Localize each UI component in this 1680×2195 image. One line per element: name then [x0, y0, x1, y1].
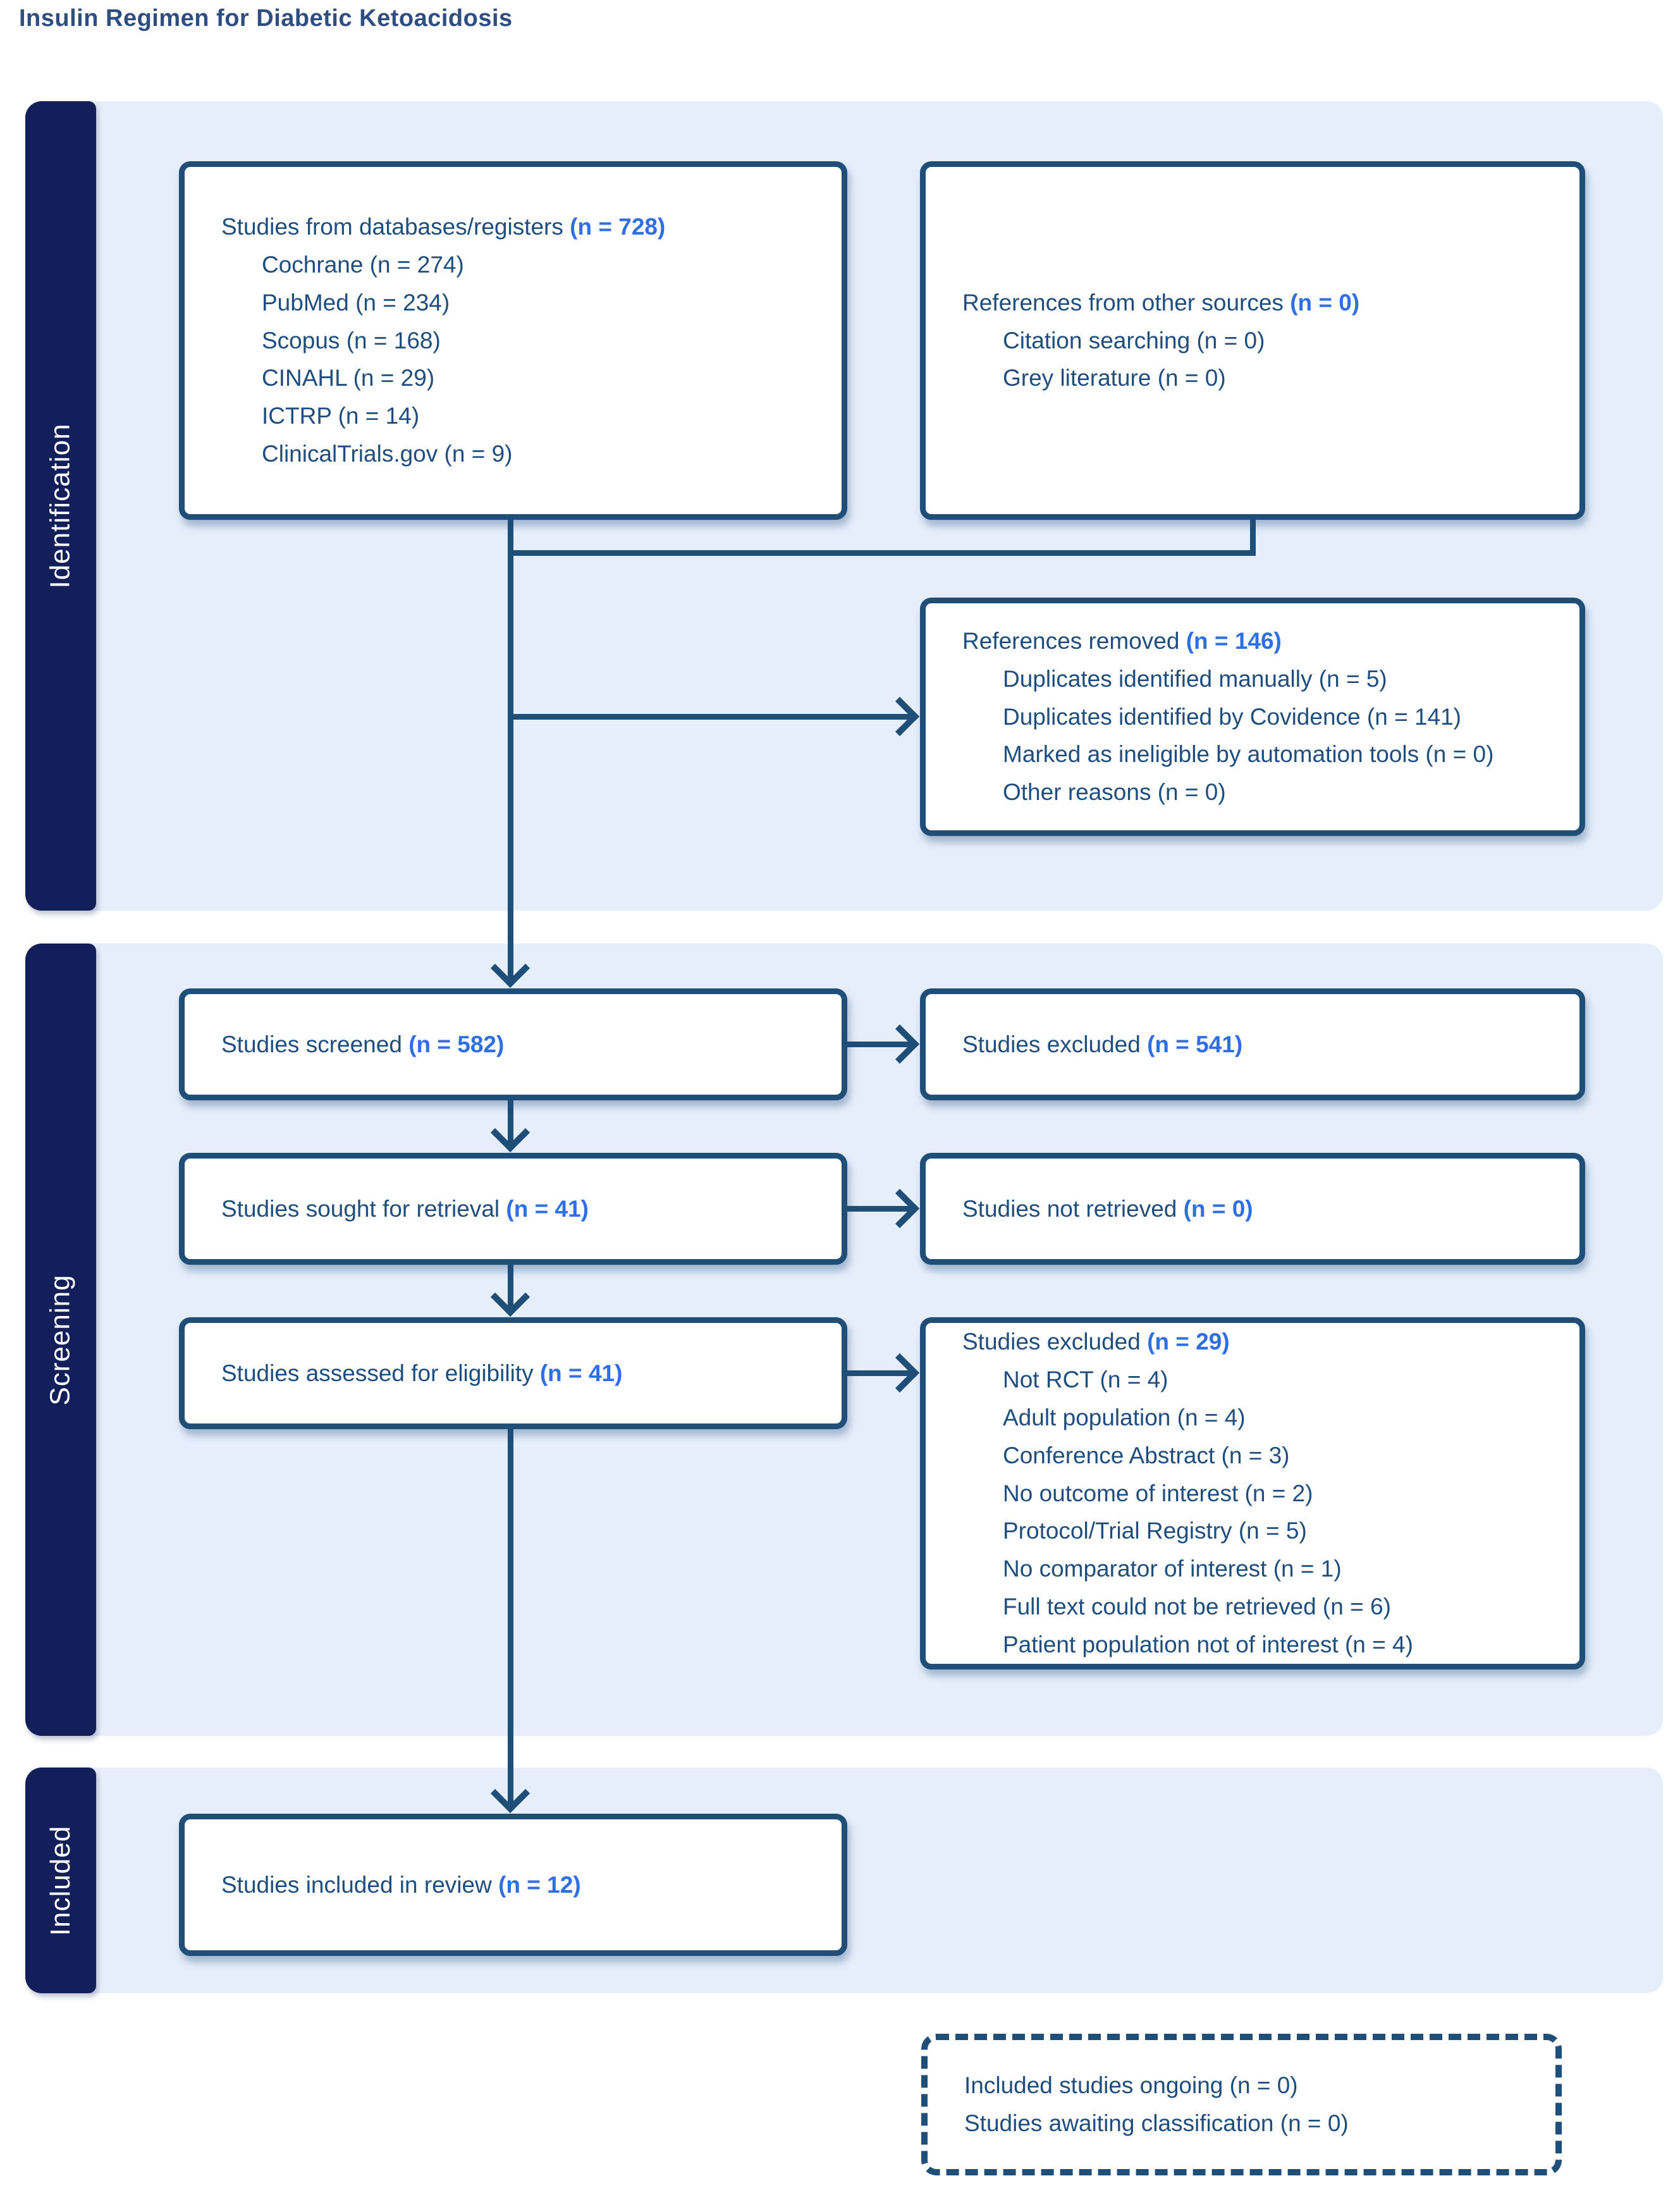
exclusion-reason-item: No comparator of interest (n = 1) — [1003, 1556, 1342, 1582]
database-item: ICTRP (n = 14) — [262, 403, 420, 429]
excluded-screening-title: Studies excluded — [962, 1031, 1141, 1057]
not-retrieved-count: (n = 0) — [1183, 1195, 1253, 1222]
connector-assessed-to-excluded — [847, 1370, 916, 1376]
excluded-eligibility-title: Studies excluded — [962, 1328, 1141, 1355]
database-item: CINAHL (n = 29) — [262, 365, 435, 391]
references-removed-item: Duplicates identified by Covidence (n = … — [1003, 703, 1462, 730]
excluded-eligibility-count: (n = 29) — [1147, 1328, 1230, 1355]
box-not-retrieved: Studies not retrieved (n = 0) — [920, 1153, 1585, 1265]
references-removed-item: Duplicates identified manually (n = 5) — [1003, 665, 1387, 692]
screened-count: (n = 582) — [408, 1031, 505, 1057]
identification-sidebar: Identification — [25, 101, 96, 911]
box-screened: Studies screened (n = 582) — [179, 988, 847, 1100]
included-review-title: Studies included in review — [221, 1871, 492, 1898]
connector-sought-to-not-retrieved — [847, 1206, 916, 1212]
awaiting-item: Studies awaiting classification (n = 0) — [964, 2110, 1349, 2136]
exclusion-reason-item: Patient population not of interest (n = … — [1003, 1632, 1413, 1658]
box-included-review: Studies included in review (n = 12) — [179, 1814, 847, 1956]
connector-other-sources-drop — [1250, 520, 1256, 556]
connector-to-references-removed — [508, 714, 916, 720]
included-label: Included — [45, 1825, 77, 1936]
box-awaiting-classification: Included studies ongoing (n = 0) Studies… — [921, 2034, 1562, 2175]
databases-title: Studies from databases/registers — [221, 213, 563, 240]
exclusion-reason-item: Full text could not be retrieved (n = 6) — [1003, 1594, 1391, 1620]
sought-title: Studies sought for retrieval — [221, 1195, 500, 1222]
page-title: Insulin Regimen for Diabetic Ketoacidosi… — [19, 5, 513, 32]
databases-count: (n = 728) — [570, 213, 666, 240]
assessed-count: (n = 41) — [539, 1360, 623, 1386]
exclusion-reason-item: Adult population (n = 4) — [1003, 1404, 1246, 1430]
other-sources-title: References from other sources — [962, 289, 1284, 316]
included-sidebar: Included — [25, 1768, 96, 1993]
connector-assessed-to-included — [508, 1428, 513, 1807]
database-item: PubMed (n = 234) — [262, 289, 450, 316]
exclusion-reason-item: Protocol/Trial Registry (n = 5) — [1003, 1518, 1307, 1544]
box-other-sources: References from other sources (n = 0) Ci… — [920, 161, 1585, 520]
exclusion-reason-item: Not RCT (n = 4) — [1003, 1366, 1168, 1393]
screened-title: Studies screened — [221, 1031, 402, 1057]
other-sources-count: (n = 0) — [1290, 289, 1360, 316]
box-excluded-screening: Studies excluded (n = 541) — [920, 988, 1585, 1100]
other-source-item: Citation searching (n = 0) — [1003, 327, 1265, 354]
included-review-count: (n = 12) — [498, 1871, 581, 1898]
exclusion-reason-item: No outcome of interest (n = 2) — [1003, 1480, 1313, 1506]
references-removed-count: (n = 146) — [1186, 627, 1282, 654]
references-removed-title: References removed — [962, 627, 1180, 654]
other-source-item: Grey literature (n = 0) — [1003, 365, 1226, 391]
box-assessed: Studies assessed for eligibility (n = 41… — [179, 1317, 847, 1429]
identification-label: Identification — [45, 423, 76, 589]
connector-sought-to-assessed — [508, 1265, 513, 1313]
screening-label: Screening — [45, 1274, 77, 1406]
connector-databases-to-screened — [508, 520, 513, 984]
box-excluded-eligibility: Studies excluded (n = 29) Not RCT (n = 4… — [920, 1317, 1585, 1669]
excluded-screening-count: (n = 541) — [1147, 1031, 1243, 1057]
connector-screened-to-excluded — [847, 1042, 916, 1047]
screening-sidebar: Screening — [25, 944, 96, 1736]
awaiting-item: Included studies ongoing (n = 0) — [964, 2072, 1298, 2099]
box-references-removed: References removed (n = 146) Duplicates … — [920, 598, 1585, 836]
box-sought: Studies sought for retrieval (n = 41) — [179, 1153, 847, 1265]
not-retrieved-title: Studies not retrieved — [962, 1195, 1177, 1222]
references-removed-item: Other reasons (n = 0) — [1003, 779, 1226, 806]
assessed-title: Studies assessed for eligibility — [221, 1360, 534, 1386]
references-removed-item: Marked as ineligible by automation tools… — [1003, 741, 1494, 768]
database-item: Cochrane (n = 274) — [262, 251, 464, 278]
connector-merge-horizontal — [508, 550, 1256, 556]
exclusion-reason-item: Conference Abstract (n = 3) — [1003, 1442, 1290, 1468]
sought-count: (n = 41) — [506, 1195, 589, 1222]
database-item: ClinicalTrials.gov (n = 9) — [262, 441, 513, 467]
connector-screened-to-sought — [508, 1100, 513, 1148]
database-item: Scopus (n = 168) — [262, 327, 441, 354]
box-databases: Studies from databases/registers (n = 72… — [179, 161, 847, 520]
